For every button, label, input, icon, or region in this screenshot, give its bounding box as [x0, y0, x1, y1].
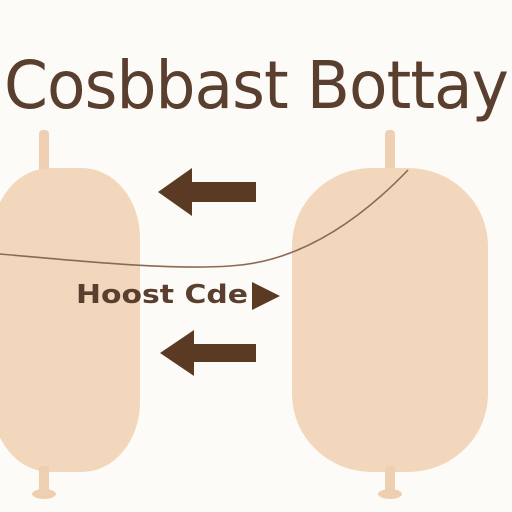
connection-curve [0, 169, 409, 268]
right-pod-bottom-stem [385, 466, 395, 496]
left-pod-top-stem [39, 130, 49, 174]
arrow-left-icon [158, 168, 256, 216]
arrow-left-icon [160, 330, 256, 376]
triangle-right-icon [252, 282, 280, 310]
right-pod-top-stem [385, 130, 395, 174]
left-pod-bottom-stem [39, 466, 49, 496]
left-pod-bottom-cap [32, 489, 56, 499]
center-label: Hoost Cde [76, 280, 248, 310]
left-pod [0, 130, 140, 499]
right-pod-body [292, 168, 488, 472]
left-pod-body [0, 168, 140, 472]
diagram-title: Cosbbast Bottay [4, 47, 508, 124]
right-pod [292, 130, 488, 499]
right-pod-bottom-cap [378, 489, 402, 499]
